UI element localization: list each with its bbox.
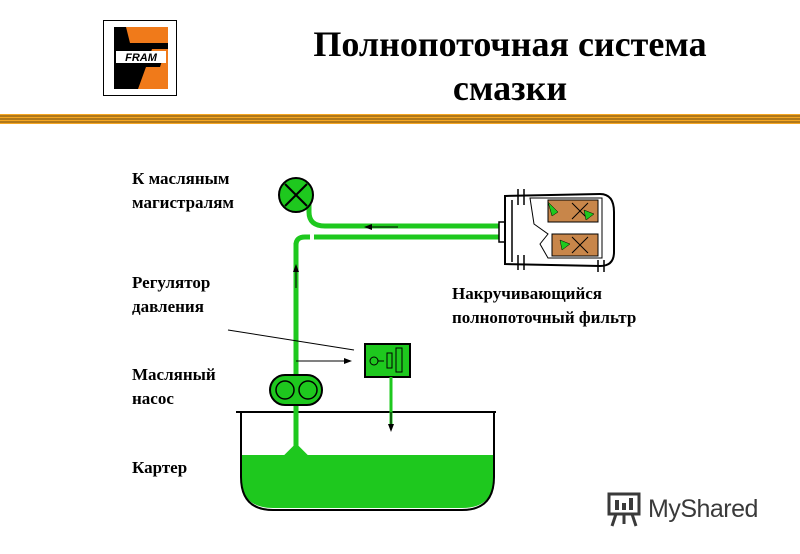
main-pipe-corner xyxy=(293,234,500,246)
fram-logo: FRAM xyxy=(103,20,177,96)
fram-logo-text: FRAM xyxy=(125,52,158,64)
title-divider xyxy=(0,114,800,124)
oil-pump-icon xyxy=(269,374,323,406)
page-title: Полнопоточная система смазки xyxy=(260,22,760,110)
label-pressure-regulator: Регулятор давления xyxy=(132,273,211,316)
title-line-2: смазки xyxy=(452,68,568,108)
label-oil-pump: Масляный насос xyxy=(132,365,216,408)
watermark-text: MyShared xyxy=(648,495,758,523)
oil-pickup xyxy=(276,443,316,463)
sump-outline xyxy=(236,411,496,511)
sump-oil xyxy=(241,455,494,508)
fram-logo-icon: FRAM xyxy=(110,25,170,91)
title-line-1: Полнопоточная система xyxy=(313,24,707,64)
myshared-watermark: MyShared xyxy=(606,490,766,530)
label-filter: Накручивающийся полнопоточный фильтр xyxy=(452,284,637,327)
filter-icon xyxy=(498,189,615,272)
label-oil-lines: К масляным магистралям xyxy=(132,169,234,212)
presentation-board-icon xyxy=(607,492,641,527)
oil-lines-pipe xyxy=(306,197,500,229)
label-sump: Картер xyxy=(132,458,188,477)
regulator-leader-line xyxy=(227,329,355,351)
